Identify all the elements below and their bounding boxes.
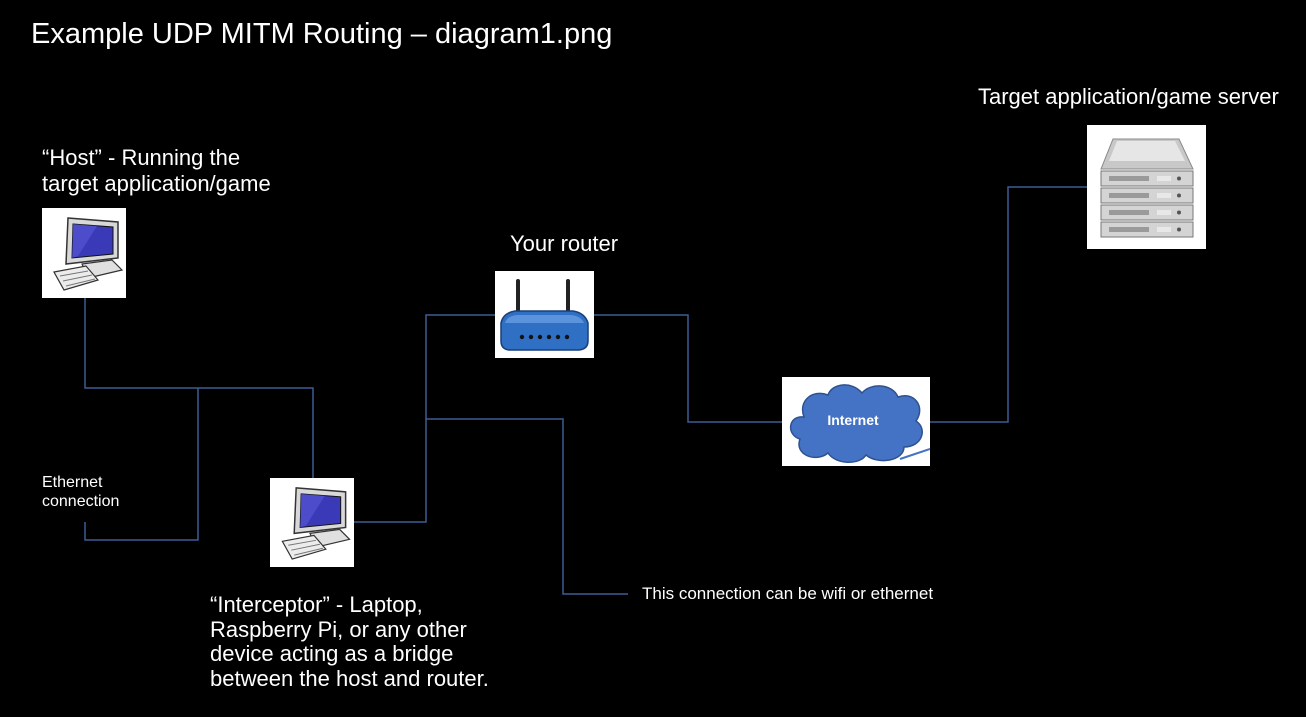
interceptor-label: “Interceptor” - Laptop, Raspberry Pi, or… xyxy=(210,592,489,691)
router-label: Your router xyxy=(510,231,619,256)
wifi-note-leader-line xyxy=(426,418,628,595)
ethernet-connection-note: Ethernet connection xyxy=(42,473,119,511)
server-rack-icon xyxy=(1087,125,1206,249)
ethernet-note-line-1: Ethernet xyxy=(42,474,103,491)
host-label-line-1: “Host” - Running the xyxy=(42,145,241,170)
ethernet-annotation-line xyxy=(84,388,199,541)
interceptor-label-line-4: between the host and router. xyxy=(210,665,489,691)
interceptor-computer-icon xyxy=(270,478,354,567)
host-to-interceptor-line xyxy=(84,298,314,478)
diagram-title: Example UDP MITM Routing – diagram1.png xyxy=(31,18,613,50)
router-to-internet-line xyxy=(593,314,790,423)
wifi-router-icon xyxy=(495,271,594,358)
server-label: Target application/game server xyxy=(978,84,1279,109)
host-label-line-2: target application/game xyxy=(42,171,271,196)
internet-label: Internet xyxy=(827,412,879,428)
host-computer-icon xyxy=(42,208,126,298)
internet-cloud-icon: Internet xyxy=(782,377,930,466)
interceptor-label-line-1: “Interceptor” - Laptop, xyxy=(210,592,423,617)
interceptor-label-line-2: Raspberry Pi, or any other xyxy=(210,616,467,642)
interceptor-label-line-3: device acting as a bridge xyxy=(210,641,454,666)
host-label: “Host” - Running the target application/… xyxy=(42,145,271,197)
connection-type-note: This connection can be wifi or ethernet xyxy=(642,584,934,603)
ethernet-note-line-2: connection xyxy=(42,493,120,510)
internet-to-server-line xyxy=(928,186,1087,423)
